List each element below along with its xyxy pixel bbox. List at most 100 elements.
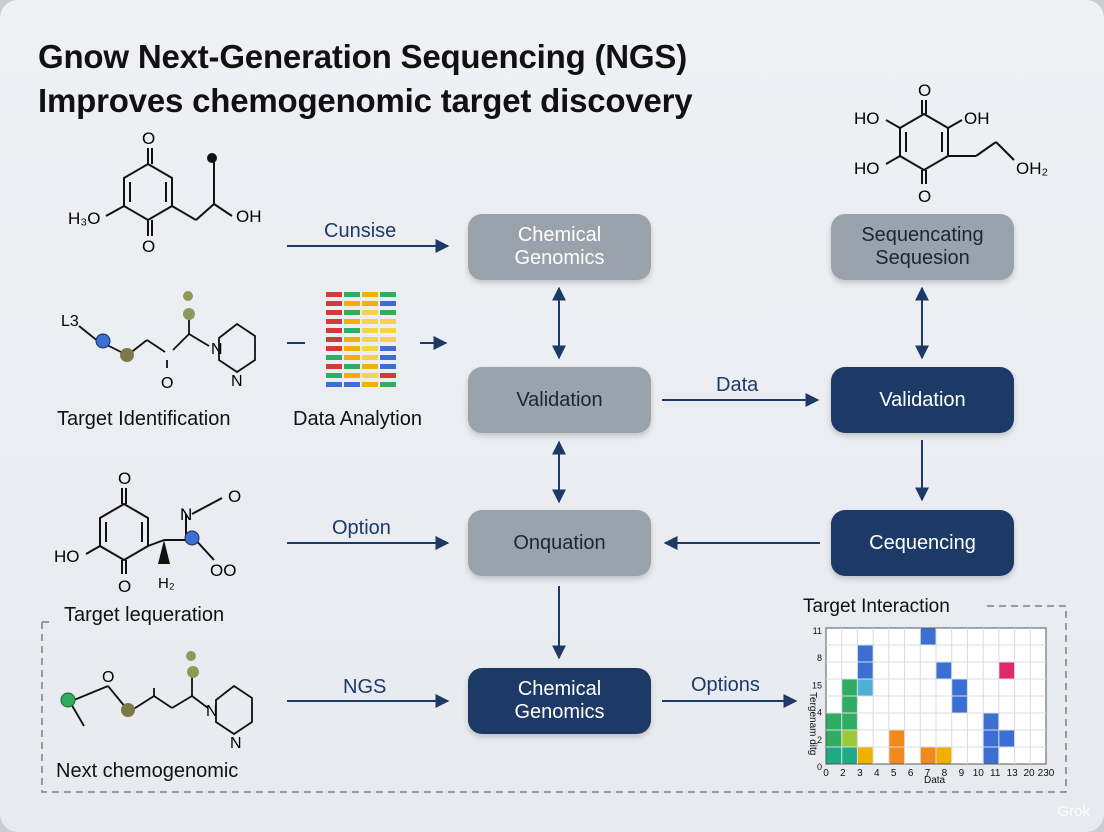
data-bar-cell	[344, 301, 360, 306]
heatmap-x-tick: 11	[990, 768, 1001, 779]
heatmap-x-tick: 6	[908, 768, 914, 779]
heatmap-cell	[826, 747, 842, 764]
m5-o-bottom: O	[918, 187, 931, 206]
data-bar-cell	[344, 355, 360, 360]
data-bar-cell	[326, 328, 342, 333]
heatmap-y-tick: 11	[813, 626, 822, 636]
heatmap-cell	[952, 679, 967, 696]
data-bar-cell	[380, 382, 396, 387]
m5-oh-1: OH	[964, 109, 990, 128]
data-bar-cell	[344, 364, 360, 369]
heatmap-cell	[920, 747, 936, 764]
m3-o-bottom: O	[118, 577, 131, 595]
heatmap-cell	[842, 713, 857, 730]
data-bar-cell	[380, 346, 396, 351]
data-bar-cell	[380, 310, 396, 315]
data-bar-cell	[344, 346, 360, 351]
m3-o-top: O	[118, 470, 131, 488]
data-bar-cell	[362, 301, 378, 306]
heatmap-cell	[920, 628, 936, 645]
data-bar-cell	[362, 346, 378, 351]
node-validation-center: Validation	[468, 367, 651, 433]
title-line-2: Improves chemogenomic target discovery	[38, 82, 693, 119]
dashed-frame	[41, 605, 1067, 793]
node-onquation: Onquation	[468, 510, 651, 576]
m3-h2: H₂	[158, 575, 175, 592]
data-bar-cell	[326, 382, 342, 387]
m2-o: O	[161, 375, 173, 392]
data-bar-cell	[326, 337, 342, 342]
data-bar-cell	[326, 301, 342, 306]
heatmap-x-tick: 5	[891, 768, 897, 779]
data-analytion-bars	[326, 292, 396, 387]
heatmap-cell	[857, 662, 873, 679]
heatmap-cell	[889, 747, 905, 764]
data-bar-cell	[380, 292, 396, 297]
chart-xlabel: Data	[924, 775, 946, 786]
title-line-1: Gnow Next-Generation Sequencing (NGS)	[38, 38, 687, 75]
m2-l3: L3	[61, 313, 79, 330]
heatmap-cell	[952, 696, 967, 713]
m3-oo: OO	[210, 561, 236, 580]
heatmap-cell	[999, 662, 1015, 679]
molecule-5: O O HO OH HO OH₂	[854, 84, 1048, 206]
heatmap-x-tick: 3	[857, 768, 863, 779]
heatmap-x-tick: 20	[1024, 768, 1036, 779]
data-bar-cell	[326, 373, 342, 378]
heatmap-x-tick: 9	[959, 768, 965, 779]
data-bar-cell	[344, 382, 360, 387]
chart-title: Target Interaction	[803, 596, 950, 617]
caption-target-lequeration: Target lequeration	[64, 604, 225, 626]
m3-ho: HO	[54, 547, 80, 566]
data-bar-cell	[344, 292, 360, 297]
molecule-2: L3 O N N	[61, 291, 256, 392]
m1-o-top: O	[142, 129, 155, 148]
molecule-1: O O H₃O OH	[68, 129, 262, 256]
heatmap-x-tick: 8	[942, 768, 948, 779]
heatmap-cell	[983, 713, 999, 730]
node-cequencing: Cequencing	[831, 510, 1014, 576]
heatmap-cell	[936, 747, 952, 764]
data-bar-cell	[326, 310, 342, 315]
data-bar-cell	[326, 319, 342, 324]
heatmap-cell	[842, 747, 857, 764]
heatmap-cell	[857, 645, 873, 662]
node-chemical-genomics-top: Chemical Genomics	[468, 214, 651, 280]
heatmap-cell	[842, 679, 857, 696]
m1-oh: OH	[236, 207, 262, 226]
heatmap-cell	[999, 730, 1015, 747]
data-bar-cell	[380, 355, 396, 360]
chart-ylabel: Tergenam ditg	[807, 692, 818, 755]
heatmap-x-tick: 2	[840, 768, 846, 779]
heatmap-cell	[842, 730, 857, 747]
data-bar-cell	[362, 373, 378, 378]
heatmap-cell	[826, 730, 842, 747]
data-bar-cell	[380, 373, 396, 378]
label-data: Data	[716, 374, 759, 396]
caption-target-identification: Target Identification	[57, 408, 231, 430]
heatmap-y-tick: 2	[817, 735, 822, 745]
m4-n2: N	[230, 735, 242, 752]
m4-o: O	[102, 669, 114, 686]
label-ngs: NGS	[343, 676, 387, 698]
data-bar-cell	[380, 337, 396, 342]
heatmap-x-tick: 4	[874, 768, 880, 779]
data-bar-cell	[362, 337, 378, 342]
m1-o-bottom: O	[142, 237, 155, 256]
data-bar-cell	[326, 292, 342, 297]
heatmap-cell	[826, 713, 842, 730]
m1-h3o: H₃O	[68, 209, 100, 228]
data-bar-cell	[380, 319, 396, 324]
data-bar-cell	[380, 364, 396, 369]
data-bar-cell	[362, 292, 378, 297]
heatmap-cell	[857, 679, 873, 696]
label-options: Options	[691, 674, 760, 696]
data-bar-cell	[326, 364, 342, 369]
m4-n1: N	[206, 703, 218, 720]
m3-n: N	[180, 505, 192, 524]
heatmap-cell	[983, 730, 999, 747]
heatmap-cell	[889, 730, 905, 747]
data-bar-cell	[380, 328, 396, 333]
